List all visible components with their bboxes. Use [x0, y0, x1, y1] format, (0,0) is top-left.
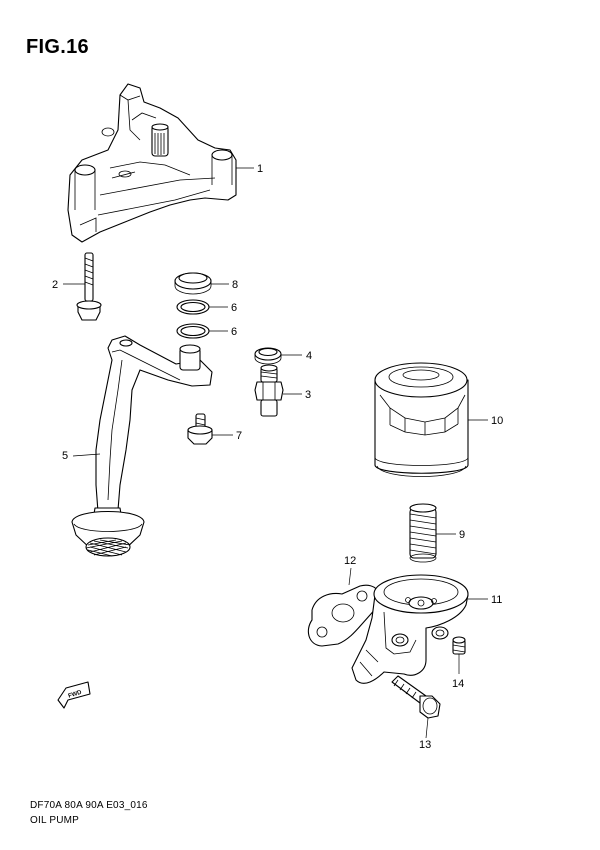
- callout-leader-13: [425, 717, 429, 739]
- oil-filter-stand[interactable]: [351, 574, 469, 684]
- union-bolt[interactable]: [409, 503, 437, 563]
- model-code: DF70A 80A 90A E03_016: [30, 800, 148, 811]
- strainer-bolt[interactable]: [187, 413, 213, 445]
- oil-pump-body[interactable]: [67, 83, 237, 243]
- stand-plug[interactable]: [452, 636, 466, 655]
- callout-1: 1: [257, 163, 263, 175]
- oil-strainer[interactable]: [71, 335, 213, 557]
- stand-bolt[interactable]: [391, 675, 441, 719]
- figure-title: FIG.16: [26, 36, 89, 58]
- callout-6b: 6: [231, 326, 237, 338]
- pump-bolt[interactable]: [76, 252, 102, 321]
- callout-8: 8: [232, 279, 238, 291]
- callout-3: 3: [305, 389, 311, 401]
- fwd-label: FWD: [68, 690, 83, 700]
- oil-filter[interactable]: [374, 362, 469, 477]
- callout-5: 5: [62, 450, 68, 462]
- union-fitting[interactable]: [254, 364, 284, 417]
- forward-direction-badge: FWD: [57, 681, 91, 709]
- o-ring-upper[interactable]: [176, 299, 210, 315]
- callout-10: 10: [491, 415, 503, 427]
- callout-leader-5: [72, 453, 101, 457]
- callout-6a: 6: [231, 302, 237, 314]
- callout-12: 12: [344, 555, 356, 567]
- callout-11: 11: [491, 594, 502, 606]
- o-ring-lower[interactable]: [176, 323, 210, 339]
- callout-9: 9: [459, 529, 465, 541]
- o-ring-large[interactable]: [174, 272, 212, 295]
- filter-stand-gasket[interactable]: [307, 584, 381, 647]
- gasket-washer[interactable]: [254, 347, 282, 365]
- callout-7: 7: [236, 430, 242, 442]
- callout-13: 13: [419, 739, 431, 751]
- callout-14: 14: [452, 678, 464, 690]
- callout-4: 4: [306, 350, 312, 362]
- callout-2: 2: [52, 279, 58, 291]
- callout-leader-12: [348, 567, 352, 586]
- assembly-name: OIL PUMP: [30, 815, 80, 826]
